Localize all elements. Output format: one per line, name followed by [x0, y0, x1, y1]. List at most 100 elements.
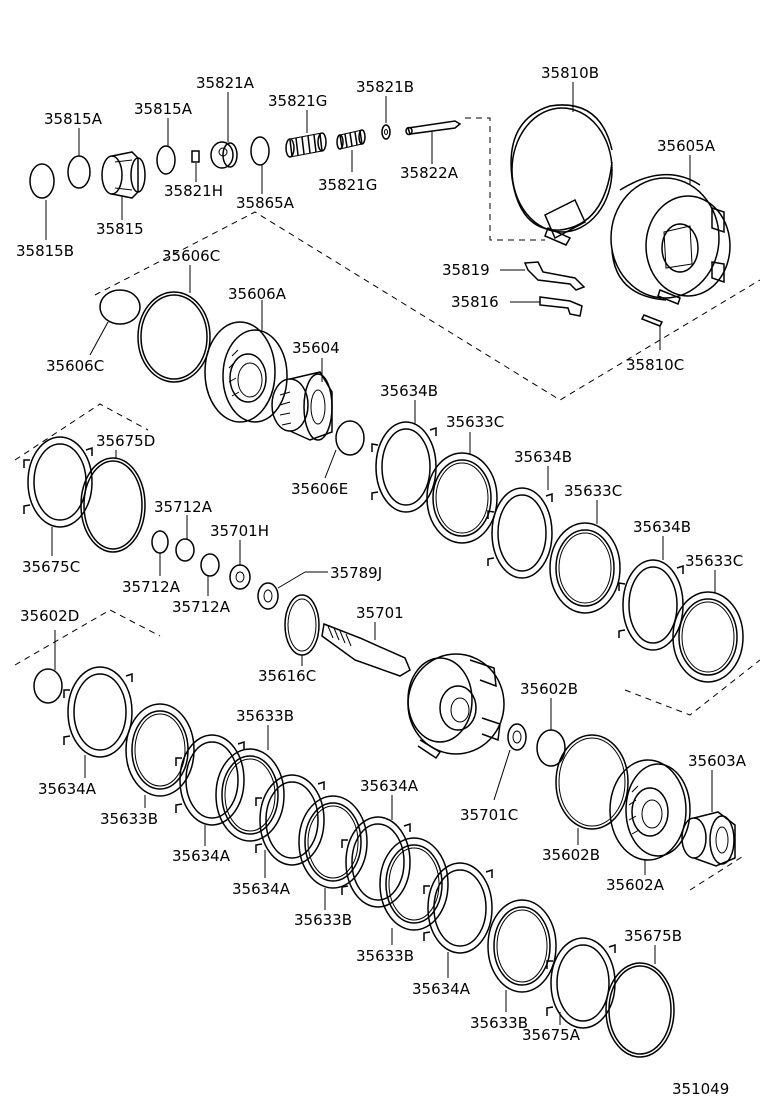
label-35675A: 35675A [522, 1026, 581, 1044]
label-35606A: 35606A [228, 285, 287, 303]
label-35616C: 35616C [258, 667, 316, 685]
part-35821G-spring-small [336, 129, 366, 172]
label-35606C-top: 35606C [162, 247, 220, 265]
label-35633B-4: 35633B [356, 947, 414, 965]
part-35815B-snap-ring [29, 163, 55, 240]
part-35633C-disc-2 [549, 500, 621, 614]
part-35675B-snap-ring [605, 945, 675, 1058]
label-35634A-4: 35634A [360, 777, 419, 795]
label-35815: 35815 [96, 220, 144, 238]
part-35789J-washer [257, 571, 328, 610]
part-35602A-clutch-piston [609, 759, 691, 875]
label-35701H: 35701H [210, 522, 269, 540]
part-35701-input-shaft [321, 622, 505, 760]
part-35605A-drum [610, 155, 731, 305]
part-35633B-disc-3 [298, 795, 368, 910]
part-35606C-o-ring-small [89, 289, 141, 356]
label-35634A-1: 35634A [38, 780, 97, 798]
part-35815A-ring-right [156, 118, 176, 175]
part-35602B-o-ring-small [536, 698, 566, 767]
label-35701: 35701 [356, 604, 404, 622]
part-35606C-o-ring-large [137, 265, 211, 383]
part-35634A-plate-5 [423, 862, 493, 978]
part-35602B-o-ring-large [555, 734, 629, 845]
label-35633B-2: 35633B [236, 707, 294, 725]
label-35602D: 35602D [20, 607, 79, 625]
label-35634A-2: 35634A [172, 847, 231, 865]
part-labels: 35815A 35815A 35821A 35821G 35821B 35810… [16, 64, 747, 1098]
part-35701H-washer [229, 540, 251, 590]
part-35712A-ring-3 [200, 553, 220, 596]
label-35675B: 35675B [624, 927, 682, 945]
part-35675D-snap-ring [80, 450, 146, 553]
part-35606A-clutch-piston [204, 300, 288, 423]
label-35633C-2: 35633C [564, 482, 622, 500]
label-35634A-5: 35634A [412, 980, 471, 998]
label-35821G-top: 35821G [268, 92, 327, 110]
label-35633B-1: 35633B [100, 810, 158, 828]
label-35712A-mid: 35712A [122, 578, 181, 596]
part-35815-piston [101, 151, 146, 220]
part-35822A-rod [405, 120, 462, 164]
label-35816: 35816 [451, 293, 499, 311]
part-35634A-plate-3 [255, 774, 325, 878]
part-35675A-plate [546, 937, 616, 1029]
part-35810C-pin [640, 314, 664, 350]
label-35675D: 35675D [96, 432, 155, 450]
diagram-id: 351049 [672, 1080, 729, 1098]
part-35603A-sprag-hub [681, 770, 736, 867]
part-35675C-plate [23, 436, 93, 556]
part-35810B-brake-band [510, 82, 613, 246]
part-35633B-disc-4 [379, 837, 449, 945]
label-35815A-left: 35815A [44, 110, 103, 128]
part-35815A-ring-left [67, 128, 91, 189]
label-35634A-3: 35634A [232, 880, 291, 898]
label-35634B-3: 35634B [633, 518, 691, 536]
label-35815A-right: 35815A [134, 100, 193, 118]
label-35821A: 35821A [196, 74, 255, 92]
label-35633C-1: 35633C [446, 413, 504, 431]
label-35606C-left: 35606C [46, 357, 104, 375]
label-35815B: 35815B [16, 242, 74, 260]
part-35634B-plate-3 [618, 536, 684, 651]
label-35602B-top: 35602B [520, 680, 578, 698]
label-35634B-1: 35634B [380, 382, 438, 400]
label-35633C-3: 35633C [685, 552, 743, 570]
label-35810C: 35810C [626, 356, 684, 374]
label-35821H: 35821H [164, 182, 223, 200]
label-35633B-5: 35633B [470, 1014, 528, 1032]
part-35865A-ring [250, 136, 270, 194]
part-35821B-washer [381, 96, 391, 140]
part-35633B-disc-2 [215, 725, 285, 842]
part-35633B-disc-1 [125, 703, 195, 808]
label-35865A: 35865A [236, 194, 295, 212]
part-35633C-disc-3 [672, 570, 744, 683]
label-35634B-2: 35634B [514, 448, 572, 466]
part-35634A-plate-1 [63, 666, 133, 778]
part-35634B-plate-2 [487, 466, 553, 579]
part-35819-strut [500, 261, 586, 291]
group-outlines [14, 117, 760, 891]
label-35821G-bottom: 35821G [318, 176, 377, 194]
part-35821H-pin [191, 150, 200, 182]
part-35816-strut [510, 296, 583, 317]
label-35810B: 35810B [541, 64, 599, 82]
part-35633B-disc-5 [487, 899, 557, 1012]
label-35675C: 35675C [22, 558, 80, 576]
label-35822A: 35822A [400, 164, 459, 182]
part-35633C-disc-1 [426, 432, 498, 544]
part-35821A-retainer [210, 92, 238, 169]
label-35606E: 35606E [291, 480, 348, 498]
part-35701C-washer [493, 723, 527, 801]
label-35602A: 35602A [606, 876, 665, 894]
label-35602B-bottom: 35602B [542, 846, 600, 864]
label-35603A: 35603A [688, 752, 747, 770]
label-35701C: 35701C [460, 806, 518, 824]
label-35605A: 35605A [657, 137, 716, 155]
label-35712A-bottom: 35712A [172, 598, 231, 616]
label-35821B: 35821B [356, 78, 414, 96]
label-35604: 35604 [292, 339, 340, 357]
part-35634A-plate-4 [341, 795, 411, 908]
part-35712A-ring-2 [175, 515, 195, 562]
